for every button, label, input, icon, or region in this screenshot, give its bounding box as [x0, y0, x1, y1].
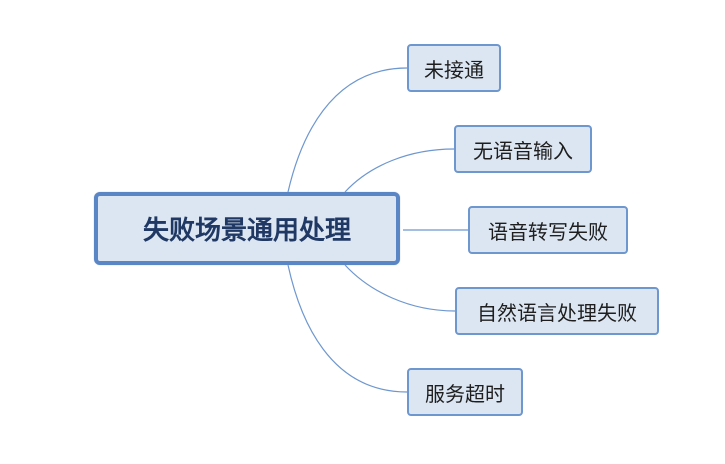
branch-topic-label: 自然语言处理失败	[477, 300, 637, 325]
root-topic[interactable]: 失败场景通用处理	[94, 192, 400, 265]
branch-topic-label: 服务超时	[425, 381, 505, 406]
connector-branch-2	[344, 148, 455, 193]
connector-branch-5	[287, 264, 408, 393]
branch-topic-label: 语音转写失败	[488, 219, 608, 244]
connector-branch-4	[344, 264, 456, 312]
connector-branch-1	[287, 67, 408, 193]
branch-topic-label: 无语音输入	[473, 138, 573, 163]
branch-topic-transcription-failed[interactable]: 语音转写失败	[468, 206, 628, 254]
branch-topic-service-timeout[interactable]: 服务超时	[407, 368, 523, 416]
branch-topic-unanswered[interactable]: 未接通	[407, 44, 501, 92]
branch-topic-nlp-failed[interactable]: 自然语言处理失败	[455, 287, 659, 335]
branch-topic-no-voice-input[interactable]: 无语音输入	[454, 125, 592, 173]
root-topic-label: 失败场景通用处理	[142, 216, 351, 246]
branch-topic-label: 未接通	[424, 57, 484, 82]
